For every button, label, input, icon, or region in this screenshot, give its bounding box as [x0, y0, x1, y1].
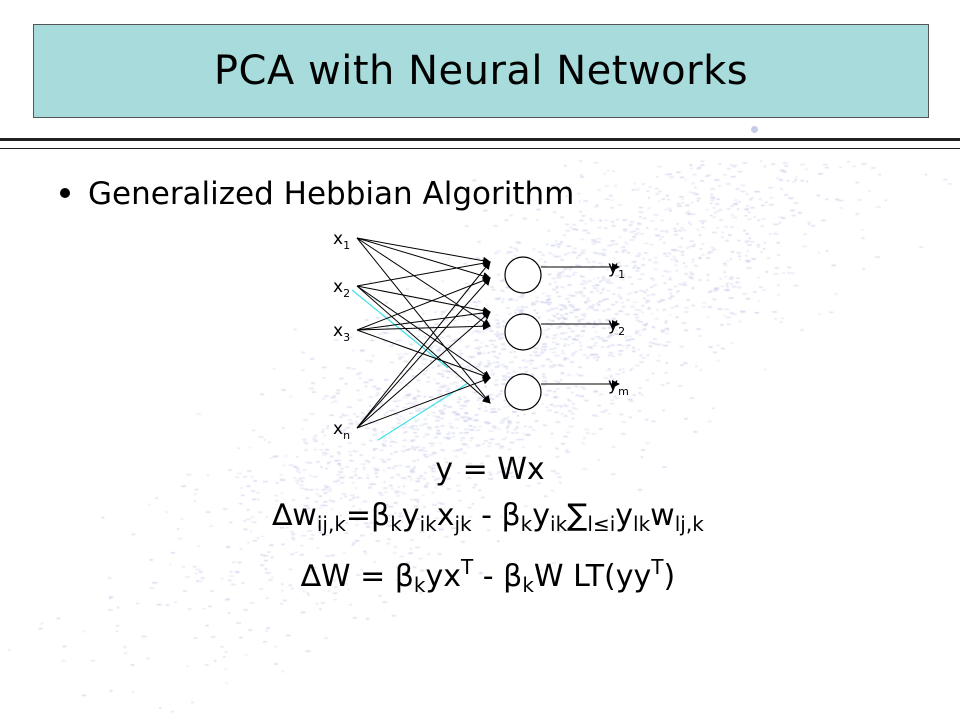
connection-edge [356, 376, 491, 429]
input-node-label: xn [333, 419, 350, 442]
divider-thick [0, 138, 960, 141]
title-banner: PCA with Neural Networks [33, 24, 929, 118]
bullet-item: Generalized Hebbian Algorithm [60, 176, 574, 212]
output-neuron [504, 313, 542, 351]
output-neuron [504, 373, 542, 411]
connection-edge [356, 276, 491, 331]
connection-edge [356, 259, 491, 287]
bullet-dot-icon [60, 187, 70, 198]
equation-gha-update: ∆wij,k=βkyikxjk - βkyik∑l≤iylkwlj,k [272, 498, 704, 536]
connection-edge [356, 311, 491, 429]
page-title: PCA with Neural Networks [213, 48, 749, 94]
connection-edge [356, 277, 491, 429]
output-node-label: ym [608, 375, 629, 398]
input-nodes: x1 x2 x3 xn [333, 229, 350, 442]
input-node-label: x3 [333, 321, 350, 344]
connection-edge [356, 285, 491, 379]
highlight-line-2 [377, 382, 469, 441]
input-node-label: x2 [333, 277, 350, 300]
connection-edge [356, 237, 491, 280]
connection-edge [356, 261, 491, 429]
output-node-label: y1 [608, 258, 625, 281]
equation-output: y = Wx [435, 452, 545, 487]
connection-edge [356, 285, 491, 315]
output-node-label: y2 [608, 315, 625, 338]
output-labels: y1 y2 ym [608, 258, 629, 398]
equation-matrix-update: ∆W = βkyxT - βkW LT(yyT) [300, 555, 676, 597]
divider-thin [0, 148, 960, 149]
decorative-dot [751, 126, 758, 133]
connection-edge [356, 329, 491, 380]
output-neuron [504, 256, 542, 294]
connection-edge [356, 237, 491, 265]
output-neurons [504, 256, 542, 411]
connection-edge [356, 237, 491, 327]
output-arrows [541, 263, 620, 388]
connection-edge [356, 308, 491, 331]
network-connections [356, 237, 491, 429]
connection-edge [356, 322, 491, 331]
bullet-text: Generalized Hebbian Algorithm [88, 176, 575, 212]
input-node-label: x1 [333, 229, 350, 252]
